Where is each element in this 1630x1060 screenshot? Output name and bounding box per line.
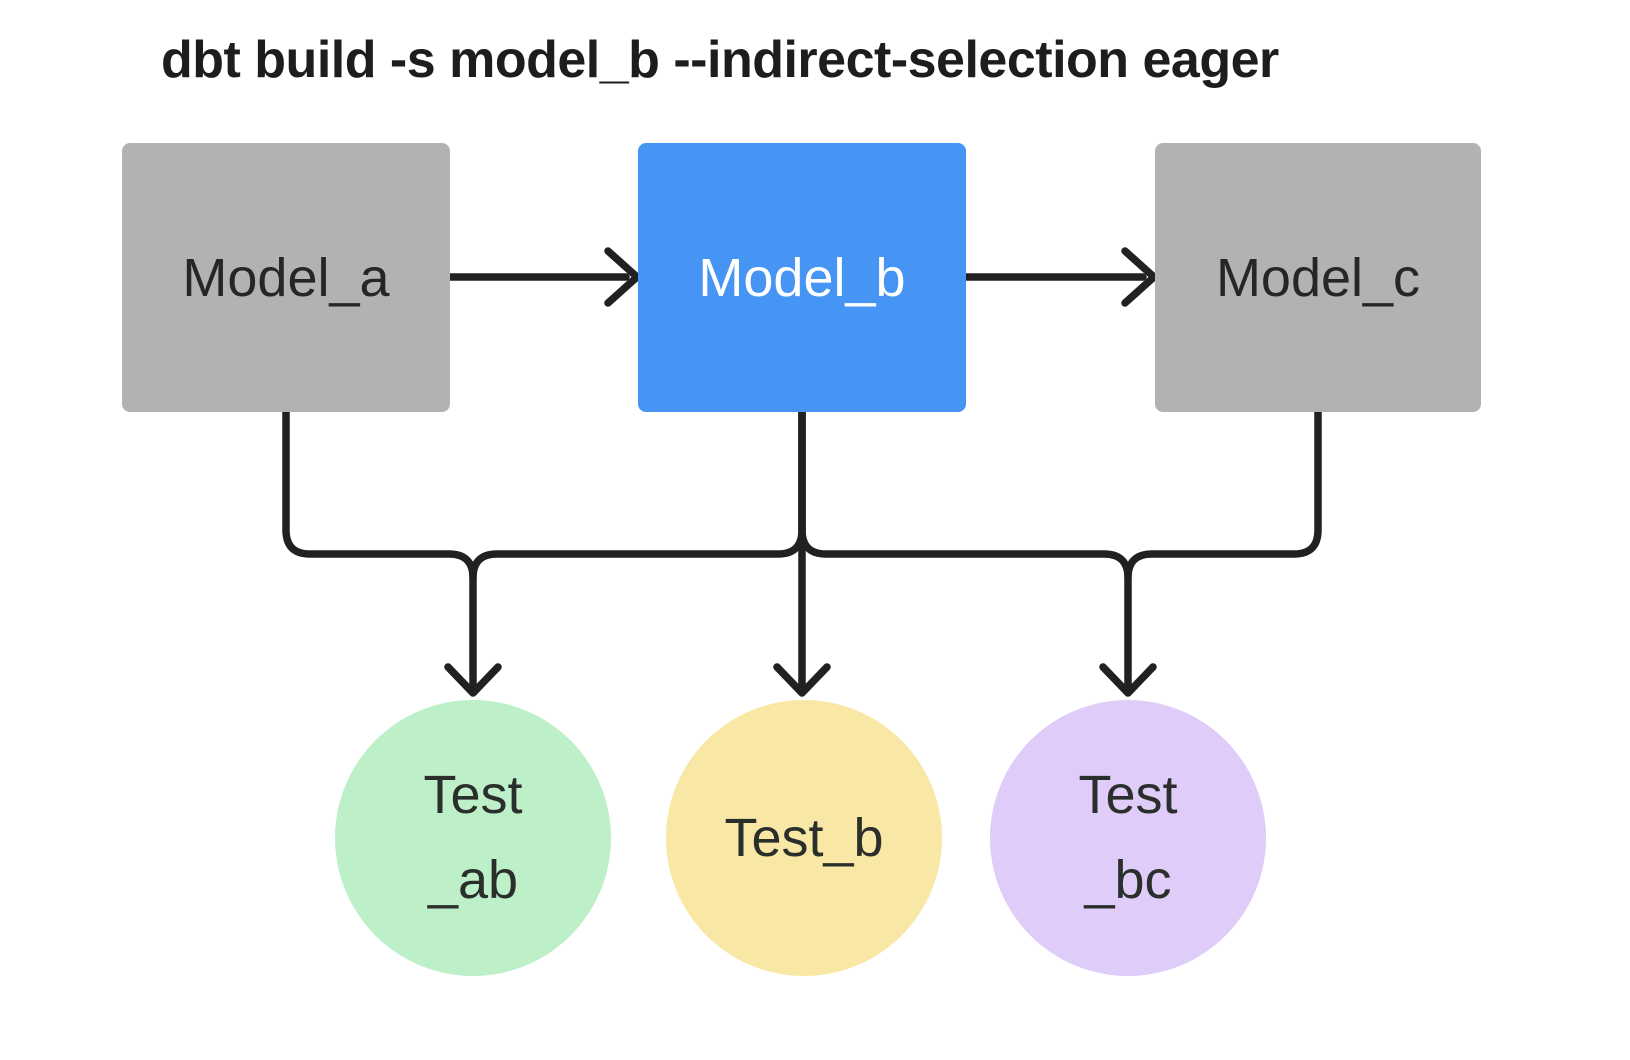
node-test-b-label: Test_b: [724, 807, 884, 868]
arrowhead-right-icon: [1121, 247, 1158, 307]
arrowhead-down-icon: [773, 663, 831, 697]
node-test-bc: Test _bc: [990, 700, 1266, 976]
node-test-ab-label-line1: Test: [423, 765, 523, 825]
node-test-ab: Test _ab: [335, 700, 611, 976]
arrowhead-down-icon: [1099, 663, 1157, 697]
edge-model-b-test-bc: [798, 408, 1132, 688]
arrowhead-down-icon: [444, 663, 502, 697]
node-test-bc-label-line2: _bc: [1084, 850, 1172, 910]
arrowhead-right-icon: [604, 247, 641, 307]
edge-model-b-test-ab: [469, 408, 806, 582]
node-test-ab-label-line2: _ab: [427, 850, 519, 910]
diagram-title: dbt build -s model_b --indirect-selectio…: [161, 31, 1279, 89]
edge-model-a-test-ab: [282, 408, 477, 688]
node-model-c: Model_c: [1155, 143, 1481, 412]
node-model-a-label: Model_a: [182, 247, 390, 308]
node-model-c-label: Model_c: [1215, 247, 1421, 308]
node-test-bc-label-line1: Test: [1078, 765, 1178, 825]
node-model-b: Model_b: [638, 143, 966, 412]
node-test-b: Test_b: [666, 700, 942, 976]
node-model-a: Model_a: [122, 143, 450, 412]
node-model-b-label: Model_b: [698, 247, 906, 308]
edge-model-c-test-bc: [1124, 408, 1322, 582]
